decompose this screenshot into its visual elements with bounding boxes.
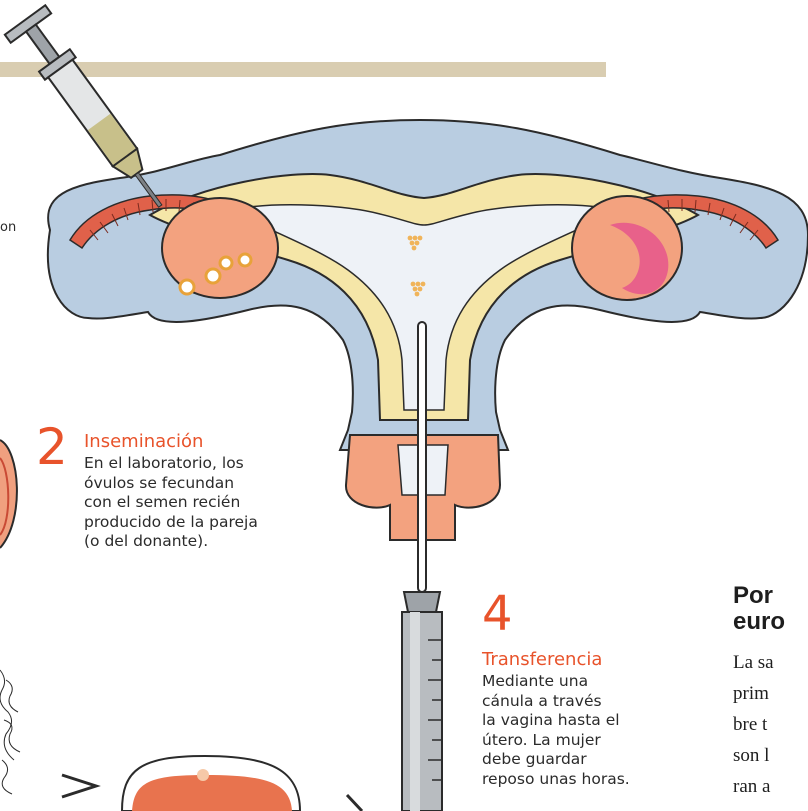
sidebar-text: La sa prim bre t son l ran a — [733, 647, 808, 802]
left-ovary — [162, 198, 278, 298]
step2-body: En el laboratorio, los óvulos se fecunda… — [84, 454, 314, 552]
sidebar-heading: Por euro — [733, 583, 808, 635]
arrow-right-icon — [62, 775, 96, 797]
petri-dish-icon — [122, 756, 300, 811]
step2-title: Inseminación — [84, 432, 203, 452]
step2-number: 2 — [36, 422, 68, 472]
step4-title: Transferencia — [482, 650, 602, 670]
arrow-right-icon-2 — [347, 795, 362, 811]
step4-number: 4 — [482, 590, 513, 638]
step4-body: Mediante una cánula a través la vagina h… — [482, 672, 652, 789]
header-bar — [0, 62, 606, 77]
fragment-text: on — [0, 218, 16, 238]
petri-dish-fragment-icon — [0, 440, 17, 548]
sperm-sample-icon — [0, 670, 20, 794]
right-ovary — [572, 196, 682, 300]
